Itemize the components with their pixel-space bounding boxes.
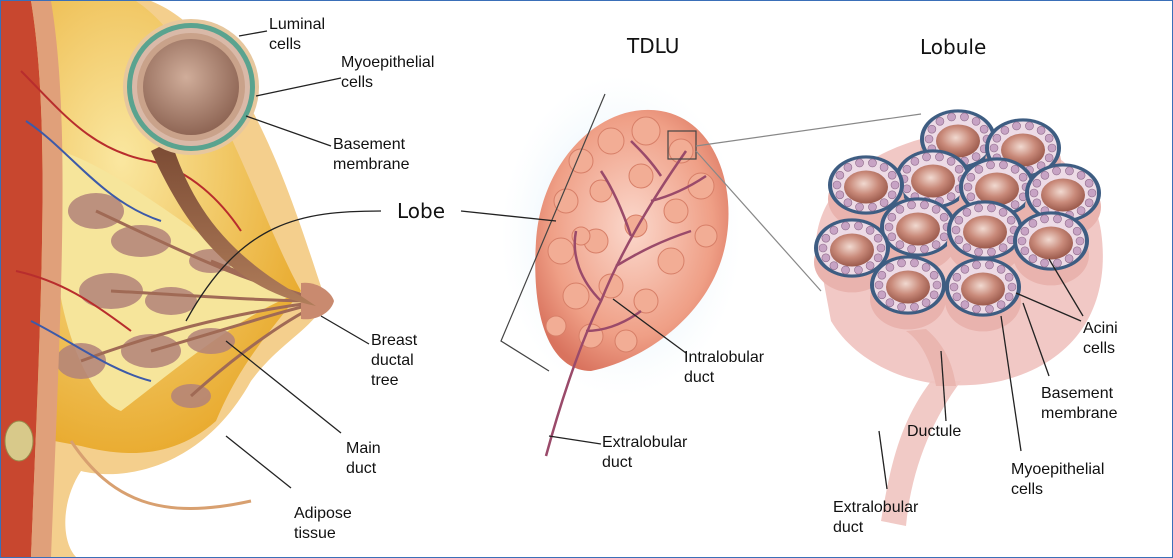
basement-membrane-right-label: Basement membrane (1041, 384, 1117, 424)
extralobular-duct-mid-label: Extralobular duct (602, 433, 687, 473)
myoepithelial-cells-top-label: Myoepithelial cells (341, 53, 434, 93)
tdlu-title: TDLU (627, 34, 679, 58)
lobule-illustration (814, 109, 1103, 385)
acini-cells-label: Acini cells (1083, 319, 1118, 359)
intralobular-duct-label: Intralobular duct (684, 348, 764, 388)
tdlu-illustration (501, 76, 741, 456)
luminal-cells-label: Luminal cells (269, 15, 325, 55)
main-duct-label: Main duct (346, 439, 381, 479)
basement-membrane-top-label: Basement membrane (333, 135, 409, 175)
lobule-title: Lobule (920, 35, 986, 59)
lobe-label: Lobe (397, 199, 445, 223)
ductule-label: Ductule (907, 422, 961, 442)
myoepithelial-cells-right-label: Myoepithelial cells (1011, 460, 1104, 500)
breast-ductal-tree-label: Breast ductal tree (371, 331, 417, 391)
acinus (870, 255, 946, 329)
acinus (945, 257, 1021, 331)
adipose-tissue-label: Adipose tissue (294, 504, 352, 544)
acinus (1013, 211, 1089, 285)
extralobular-duct-right-label: Extralobular duct (833, 498, 918, 538)
